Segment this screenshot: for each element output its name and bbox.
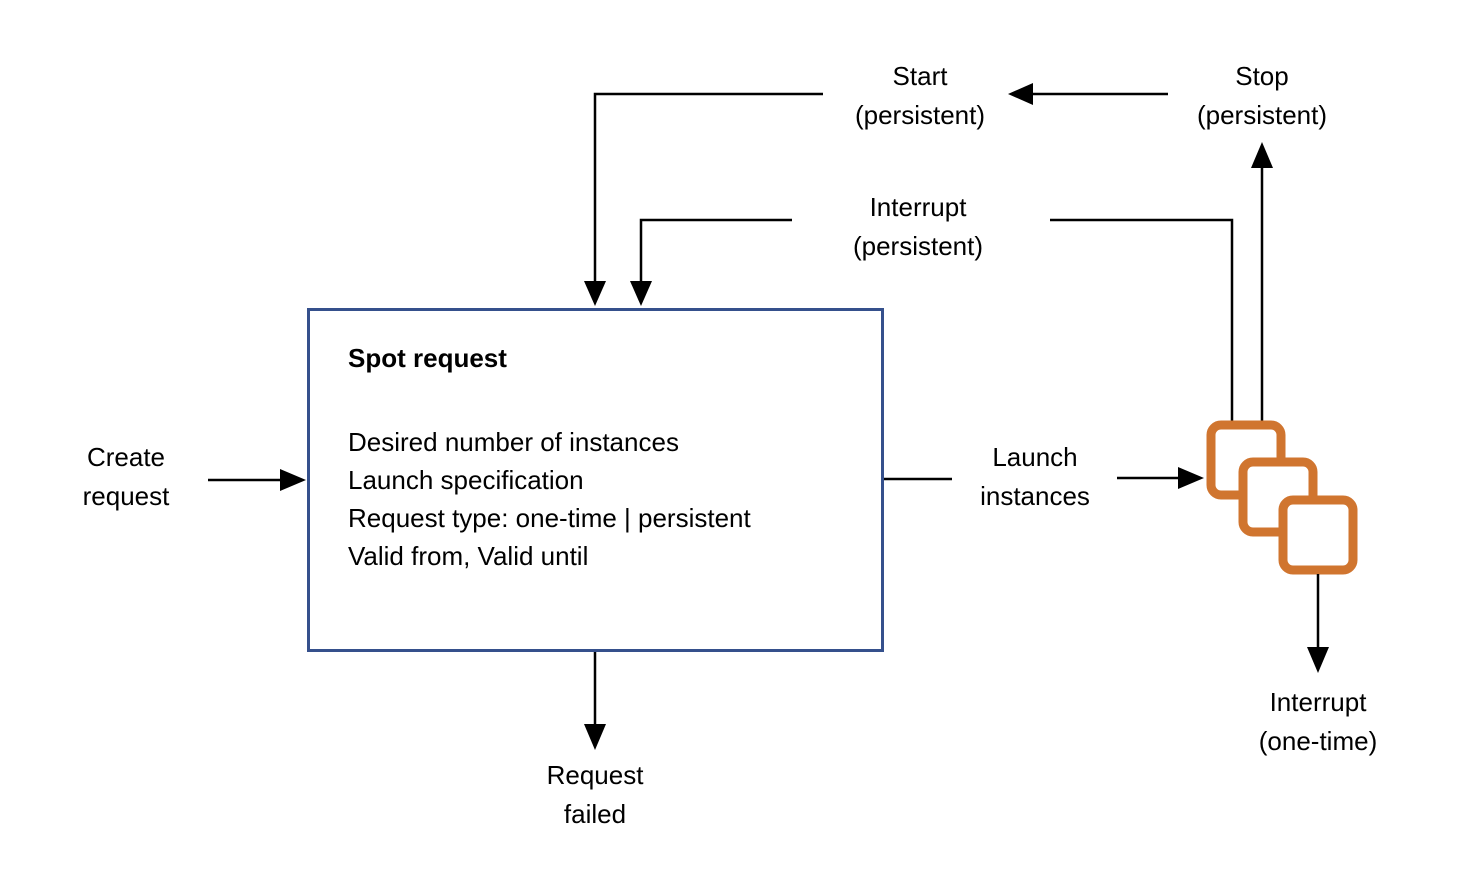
arrow-interrupt-to-box <box>630 218 792 306</box>
arrow-instances-to-stop <box>1251 142 1273 421</box>
label-line: Stop <box>1235 61 1289 91</box>
label-interrupt-persistent: Interrupt (persistent) <box>853 188 983 266</box>
label-line: Create <box>86 442 166 472</box>
arrow-start-to-box <box>584 92 823 306</box>
line-interrupt-to-instances <box>1050 218 1234 421</box>
attribute-valid-from-until: Valid from, Valid until <box>348 541 589 571</box>
label-line: (persistent) <box>854 100 986 130</box>
label-line: Interrupt <box>1269 687 1367 717</box>
attribute-request-type: Request type: one-time | persistent <box>348 503 751 533</box>
arrow-create-to-box <box>208 469 306 491</box>
label-line: Request <box>546 760 644 790</box>
arrow-instances-to-interrupt-onetime <box>1307 574 1329 673</box>
label-line: instances <box>980 481 1090 511</box>
attribute-launch-specification: Launch specification <box>348 465 584 495</box>
label-interrupt-one-time: Interrupt (one-time) <box>1259 683 1377 761</box>
label-line: (persistent) <box>1196 100 1328 130</box>
label-line: request <box>82 481 170 511</box>
label-launch-instances: Launch instances <box>980 438 1090 516</box>
label-create-request: Create request <box>83 438 170 516</box>
attribute-desired-number: Desired number of instances <box>348 427 679 457</box>
label-line: (one-time) <box>1258 726 1378 756</box>
label-stop-persistent: Stop (persistent) <box>1197 57 1327 135</box>
label-line: Launch <box>992 442 1078 472</box>
spot-request-attributes: Desired number of instances Launch speci… <box>348 423 751 575</box>
label-line: (persistent) <box>852 231 984 261</box>
instances-icon <box>1206 420 1358 575</box>
spot-request-title: Spot request <box>348 343 507 373</box>
arrow-box-to-launch-instances <box>884 467 1204 489</box>
label-request-failed: Request failed <box>547 756 644 834</box>
arrow-box-to-request-failed <box>584 652 606 750</box>
label-line: Interrupt <box>869 192 967 222</box>
label-line: failed <box>563 799 627 829</box>
label-start-persistent: Start (persistent) <box>855 57 985 135</box>
spot-request-box: Spot request Desired number of instances… <box>307 308 884 652</box>
arrow-stop-to-start <box>1008 83 1168 105</box>
label-line: Start <box>892 61 948 91</box>
